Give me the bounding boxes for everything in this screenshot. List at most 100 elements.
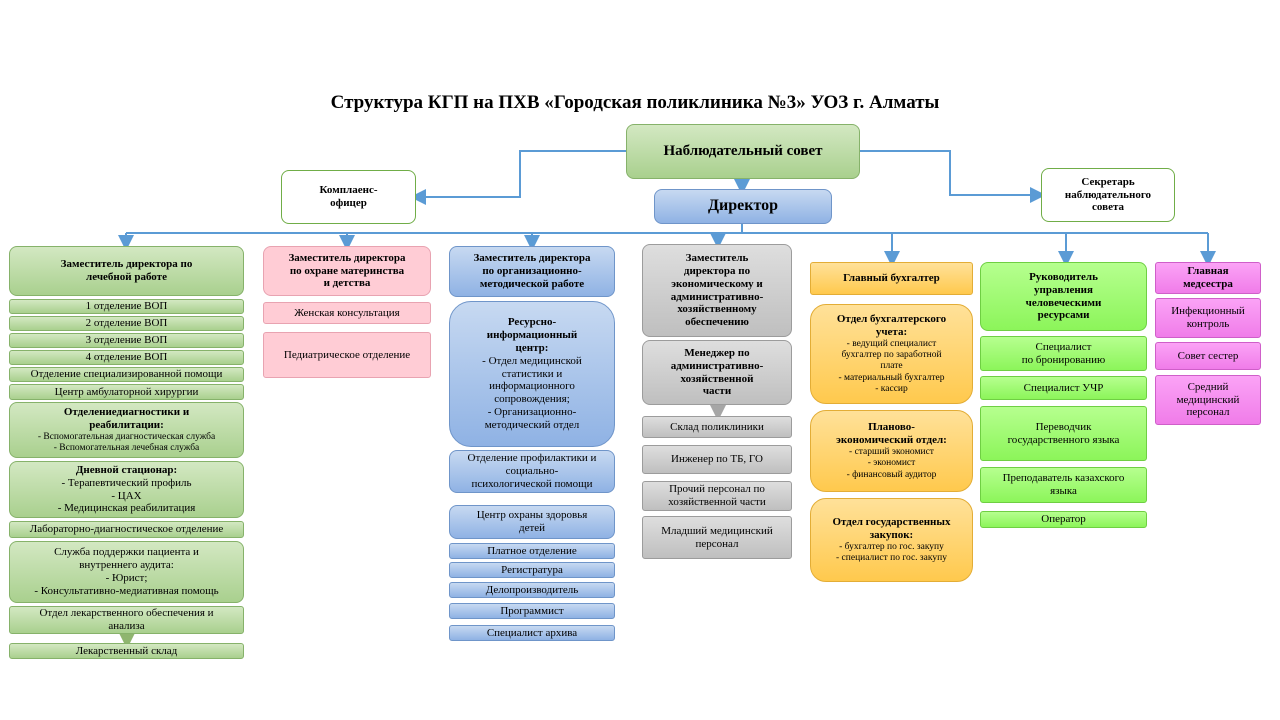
plan-line: экономический отдел: xyxy=(836,434,947,447)
vop-1-box: 1 отделение ВОП xyxy=(9,299,244,314)
vop-1-label: 1 отделение ВОП xyxy=(85,300,168,313)
mid-medical-staff-box: Средний медицинский персонал xyxy=(1155,375,1261,425)
diag-line: - Вспомогательная лечебная служба xyxy=(53,442,200,453)
head-line: Заместитель xyxy=(685,251,749,264)
center-line: статистики и xyxy=(501,367,563,380)
secretary-line: Секретарь xyxy=(1081,175,1135,188)
proc-line: - бухгалтер по гос. закупу xyxy=(839,541,944,552)
deputy-organizational-head: Заместитель директора по организационно-… xyxy=(449,246,615,297)
programmer-label: Программист xyxy=(500,604,564,617)
head-line: административно- xyxy=(670,290,764,303)
head-nurse-head: Главная медсестра xyxy=(1155,262,1261,294)
proc-line: закупок: xyxy=(869,528,914,541)
line-council-compliance xyxy=(410,150,626,205)
head-line: и детства xyxy=(323,277,371,290)
health-line: Центр охраны здоровья xyxy=(476,509,588,522)
plan-line: - старший экономист xyxy=(849,447,934,458)
plan-line: - финансовый аудитор xyxy=(846,469,937,480)
day-line: - Терапевтический профиль xyxy=(61,476,192,489)
accounting-dept-box: Отдел бухгалтерского учета: - ведущий сп… xyxy=(810,304,973,404)
secretary-line: наблюдательного xyxy=(1064,188,1152,201)
supervisory-council-box: Наблюдательный совет xyxy=(626,124,860,179)
compliance-line: офицер xyxy=(330,197,367,209)
head-line: Главная xyxy=(1187,265,1229,278)
drug-supply-box: Отдел лекарственного обеспечения и анали… xyxy=(9,606,244,634)
nurse-council-label: Совет сестер xyxy=(1177,349,1239,362)
women-consultation-box: Женская консультация xyxy=(263,302,431,324)
pediatric-label: Педиатрическое отделение xyxy=(283,348,411,361)
support-line: Служба поддержки пациента и xyxy=(54,546,199,559)
safety-engineer-box: Инженер по ТБ, ГО xyxy=(642,445,792,474)
center-line: сопровождения; xyxy=(494,393,570,406)
health-line: детей xyxy=(518,522,546,534)
head-line: ресурсами xyxy=(1037,309,1090,322)
head-line: хозяйственному xyxy=(677,303,757,316)
page-title: Структура КГП на ПХВ «Городская поликлин… xyxy=(330,92,940,113)
acc-line: плате xyxy=(880,361,903,372)
women-consultation-label: Женская консультация xyxy=(294,306,400,319)
center-line: методический отдел xyxy=(484,419,580,432)
manager-line: Менеджер по xyxy=(684,346,750,359)
vop-3-label: 3 отделение ВОП xyxy=(85,334,168,347)
manager-line: административно- xyxy=(670,359,764,372)
prof-line: психологической помощи xyxy=(471,477,593,490)
booking-line: Специалист xyxy=(1035,340,1092,353)
support-line: - Консультативно-медиативная помощь xyxy=(34,584,219,597)
head-line: управления xyxy=(1034,283,1093,296)
translator-box: Переводчик государственного языка xyxy=(980,406,1147,461)
prevention-box: Отделение профилактики и социально- псих… xyxy=(449,450,615,493)
deputy-economic-head: Заместитель директора по экономическому … xyxy=(642,244,792,337)
director-box: Директор xyxy=(654,189,832,224)
surgery-center-box: Центр амбулаторной хирургии xyxy=(9,384,244,400)
head-line: лечебной работе xyxy=(86,271,167,283)
chief-accountant-head: Главный бухгалтер xyxy=(810,262,973,295)
drugs-line: Отдел лекарственного обеспечения и xyxy=(39,607,214,620)
head-line: Руководитель xyxy=(1029,270,1098,283)
acc-line: - материальный бухгалтер xyxy=(838,372,945,383)
lab-label: Лабораторно-диагностическое отделение xyxy=(29,523,224,536)
acc-line: - кассир xyxy=(875,383,908,394)
drug-store-box: Лекарственный склад xyxy=(9,643,244,659)
supervisory-council-label: Наблюдательный совет xyxy=(663,142,823,159)
support-line: - Юрист; xyxy=(105,572,148,584)
director-label: Директор xyxy=(708,197,778,215)
kazakh-teacher-box: Преподаватель казахского языка xyxy=(980,467,1147,503)
compliance-officer-box: Комплаенс- офицер xyxy=(281,170,416,224)
nurse-line: Средний xyxy=(1187,380,1229,393)
programmer-box: Программист xyxy=(449,603,615,619)
plan-line: - экономист xyxy=(867,458,916,469)
deputy-maternity-head: Заместитель директора по охране материнс… xyxy=(263,246,431,296)
teacher-line: языка xyxy=(1050,485,1077,497)
head-line: Заместитель директора xyxy=(473,252,591,265)
resource-info-center-box: Ресурсно- информационный центр: - Отдел … xyxy=(449,301,615,447)
proc-line: Отдел государственных xyxy=(832,515,951,528)
head-line: обеспечению xyxy=(685,316,749,329)
clinic-warehouse-label: Склад поликлиники xyxy=(670,420,764,433)
head-line: человеческими xyxy=(1025,296,1102,309)
teacher-line: Преподаватель казахского xyxy=(1002,472,1125,485)
other-line: хозяйственной части xyxy=(668,496,766,508)
patient-support-box: Служба поддержки пациента и внутреннего … xyxy=(9,541,244,603)
head-line: методической работе xyxy=(479,277,585,290)
trans-line: государственного языка xyxy=(1007,433,1120,446)
lab-box: Лабораторно-диагностическое отделение xyxy=(9,521,244,538)
infection-line: Инфекционный xyxy=(1171,305,1245,318)
uchr-specialist-label: Специалист УЧР xyxy=(1023,381,1104,394)
compliance-line: Комплаенс- xyxy=(319,184,378,197)
paid-department-label: Платное отделение xyxy=(487,544,577,557)
archive-specialist-box: Специалист архива xyxy=(449,625,615,641)
center-line: Ресурсно- xyxy=(507,315,557,328)
deputy-treatment-head: Заместитель директора по лечебной работе xyxy=(9,246,244,296)
vop-4-box: 4 отделение ВОП xyxy=(9,350,244,365)
trans-line: Переводчик xyxy=(1035,420,1092,433)
line-council-secretary xyxy=(860,150,1046,203)
secretary-box: Секретарь наблюдательного совета xyxy=(1041,168,1175,222)
prof-line: Отделение профилактики и xyxy=(467,452,597,465)
day-line: Дневной стационар: xyxy=(75,463,178,476)
vop-3-box: 3 отделение ВОП xyxy=(9,333,244,348)
vop-2-box: 2 отделение ВОП xyxy=(9,316,244,331)
nurse-council-box: Совет сестер xyxy=(1155,342,1261,370)
plan-line: Планово- xyxy=(868,421,915,434)
head-line: Заместитель директора xyxy=(288,251,406,264)
